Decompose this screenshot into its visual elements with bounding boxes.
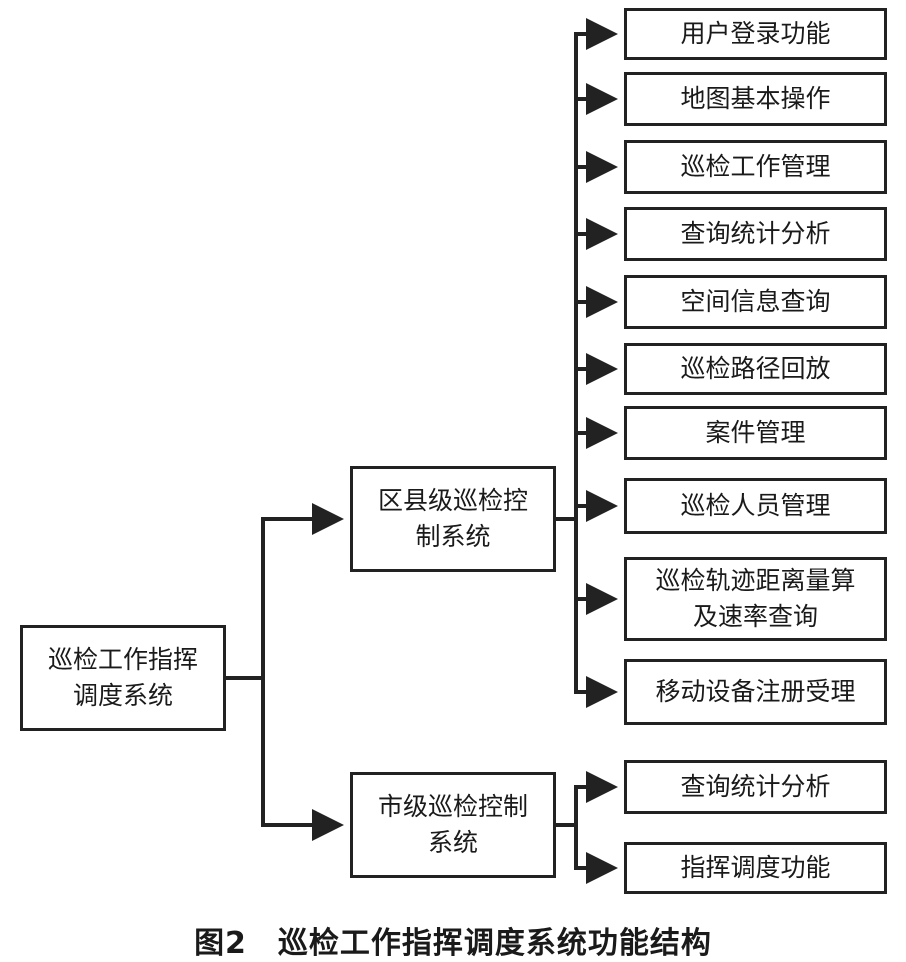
district-item-2-line-1: 地图基本操作 <box>680 84 831 113</box>
city-item-2-line-1: 指挥调度功能 <box>680 853 831 882</box>
city-item-1: 查询统计分析 <box>624 760 887 814</box>
root-line-1: 巡检工作指挥 <box>47 645 198 674</box>
district-item-10: 移动设备注册受理 <box>624 659 887 725</box>
city-line-1: 市级巡检控制 <box>377 792 528 821</box>
district-item-4-line-1: 查询统计分析 <box>680 219 831 248</box>
district-line-2: 制系统 <box>415 522 491 551</box>
district-item-7-line-1: 案件管理 <box>705 418 806 447</box>
district-item-5-line-1: 空间信息查询 <box>680 287 831 316</box>
district-item-5: 空间信息查询 <box>624 275 887 329</box>
city-item-2: 指挥调度功能 <box>624 842 887 894</box>
district-item-2: 地图基本操作 <box>624 72 887 126</box>
district-item-7: 案件管理 <box>624 406 887 460</box>
district-item-6-line-1: 巡检路径回放 <box>680 354 831 383</box>
district-item-9-line-2: 及速率查询 <box>692 602 818 631</box>
district-item-3-line-1: 巡检工作管理 <box>680 152 831 181</box>
district-item-8: 巡检人员管理 <box>624 478 887 534</box>
district-item-8-line-1: 巡检人员管理 <box>680 491 831 520</box>
district-item-4: 查询统计分析 <box>624 207 887 261</box>
figure-caption: 图2 巡检工作指挥调度系统功能结构 <box>194 926 712 961</box>
city-node: 市级巡检控制 系统 <box>350 772 556 878</box>
district-item-6: 巡检路径回放 <box>624 343 887 395</box>
city-item-1-line-1: 查询统计分析 <box>680 772 831 801</box>
district-item-3: 巡检工作管理 <box>624 140 887 194</box>
district-item-9-line-1: 巡检轨迹距离量算 <box>655 566 856 595</box>
district-line-1: 区县级巡检控 <box>377 486 528 515</box>
district-item-1-line-1: 用户登录功能 <box>680 19 831 48</box>
district-node: 区县级巡检控 制系统 <box>350 466 556 572</box>
district-item-10-line-1: 移动设备注册受理 <box>655 677 856 706</box>
city-line-2: 系统 <box>427 828 478 857</box>
root-node: 巡检工作指挥 调度系统 <box>20 625 226 731</box>
district-item-1: 用户登录功能 <box>624 8 887 60</box>
root-line-2: 调度系统 <box>72 681 173 710</box>
district-item-9: 巡检轨迹距离量算及速率查询 <box>624 557 887 641</box>
